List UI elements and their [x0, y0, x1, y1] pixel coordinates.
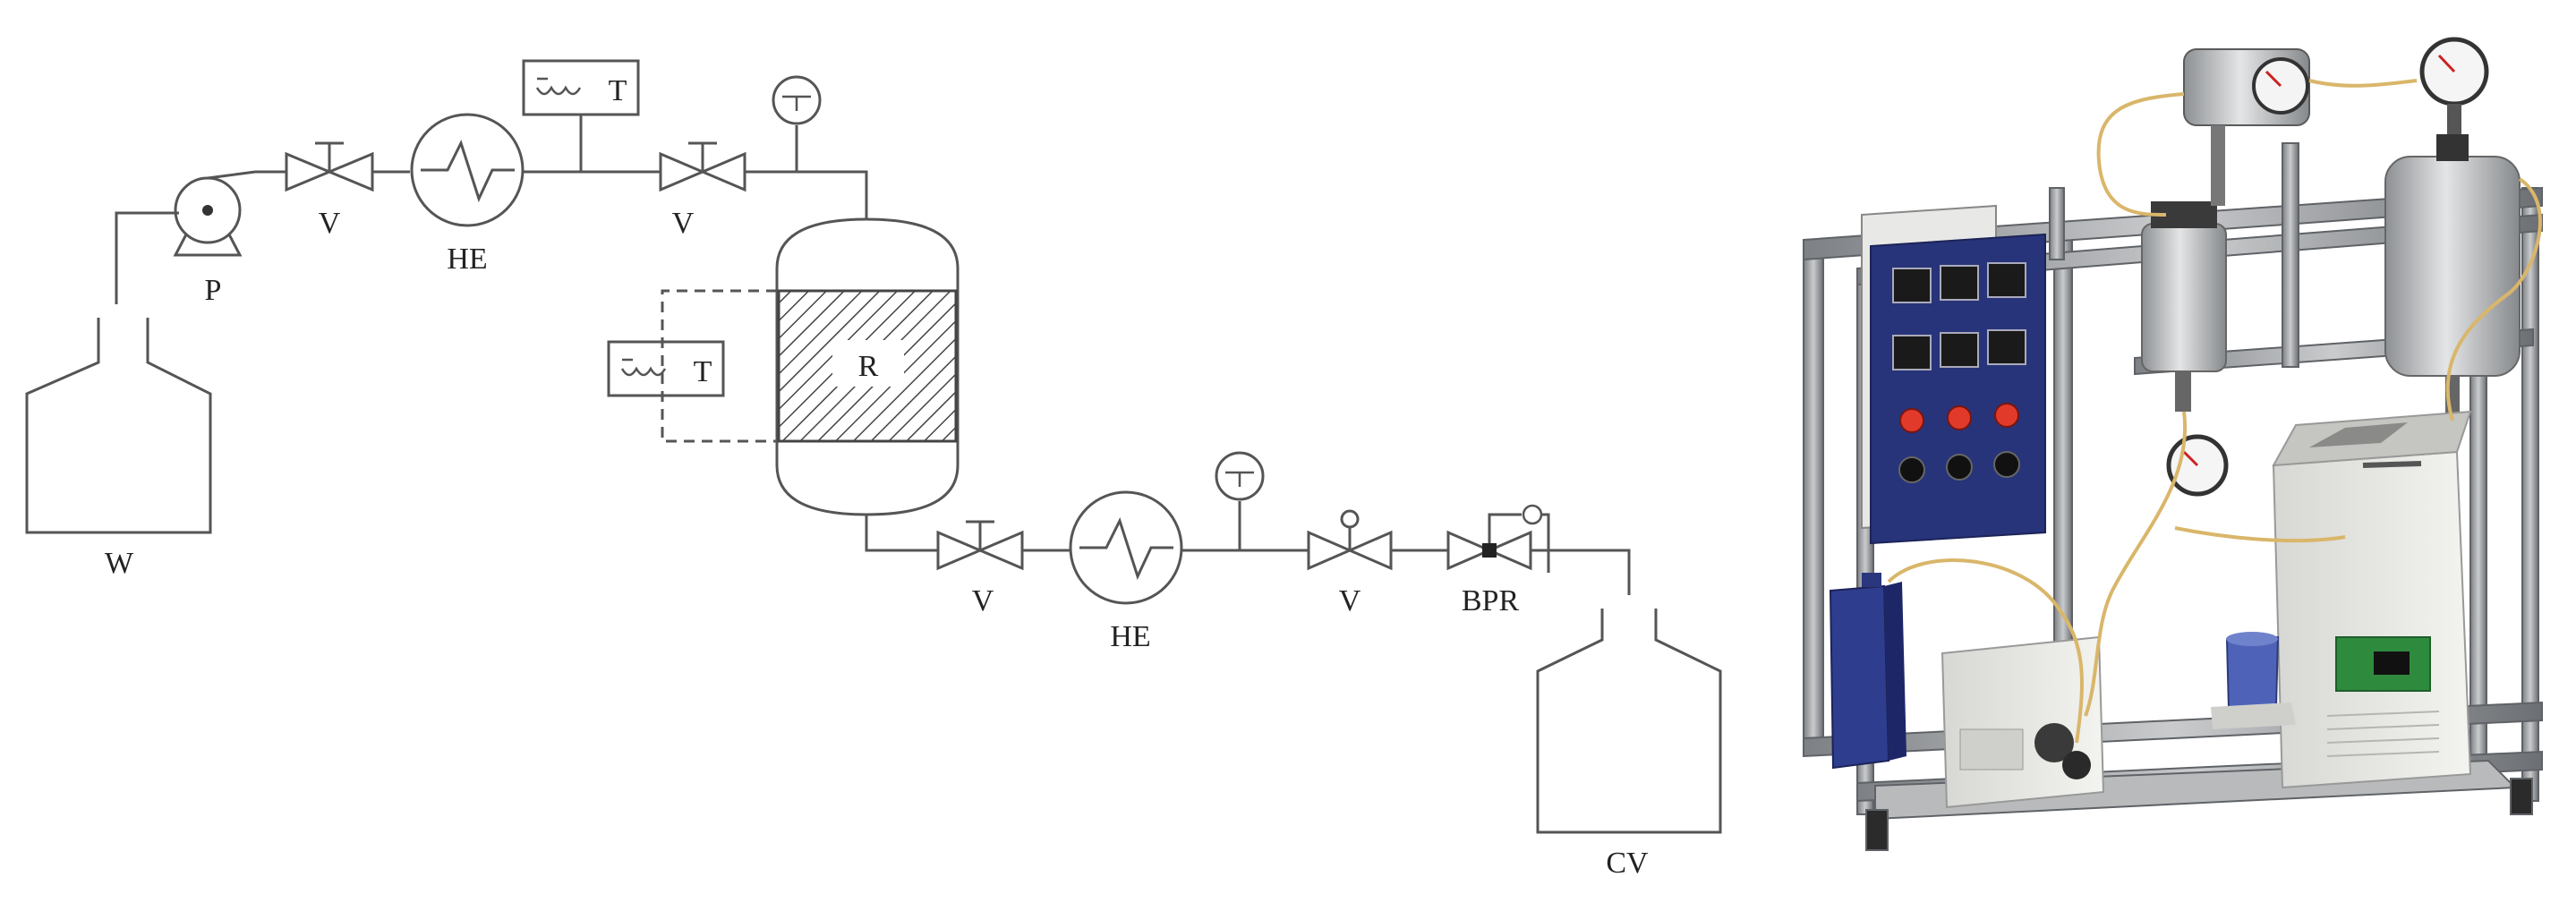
- process-schematic: W P V HE: [25, 59, 1722, 880]
- line-bpr-cv: [1531, 549, 1631, 595]
- reactor: R: [775, 217, 960, 516]
- feed-tank: W: [25, 318, 212, 580]
- valve-1-label: V: [319, 207, 341, 240]
- temp-controller-2: T: [607, 289, 777, 443]
- pump: P: [173, 170, 256, 307]
- heat-exchanger-2: HE: [1069, 490, 1183, 653]
- temp-controller-1-label: T: [609, 74, 627, 107]
- bpr-label: BPR: [1462, 584, 1520, 617]
- feed-bottle: [1829, 573, 1906, 770]
- tubing: [1887, 79, 2542, 744]
- gauge-middle: [2166, 434, 2229, 497]
- hplc-pump: [1941, 635, 2105, 809]
- heat-exchanger-2-label: HE: [1110, 620, 1150, 653]
- temp-controller-1: T: [522, 59, 640, 172]
- valve-1: V: [285, 141, 374, 240]
- heat-exchanger-1: HE: [410, 113, 525, 276]
- separator-vessel: [2384, 134, 2521, 425]
- valve-3: V: [936, 520, 1024, 617]
- feed-line: [115, 211, 179, 304]
- collection-vessel: CV: [1536, 609, 1722, 880]
- pressure-gauge-1: [772, 75, 822, 172]
- pump-label: P: [205, 274, 222, 307]
- line-reactor-outlet: [865, 515, 938, 552]
- collection-vessel-label: CV: [1606, 847, 1649, 880]
- valve-3-label: V: [972, 584, 994, 617]
- reactor-label: R: [858, 350, 879, 383]
- chiller: [2272, 410, 2472, 789]
- rig-illustration: [1803, 37, 2543, 851]
- preheater: [2183, 48, 2310, 206]
- reactor-vessel: [2141, 201, 2227, 412]
- valve-4-label: V: [1339, 584, 1361, 617]
- back-pressure-regulator: BPR: [1446, 504, 1550, 617]
- temp-controller-2-label: T: [694, 355, 712, 388]
- pressure-gauge-2: [1215, 451, 1265, 550]
- line-valve-reactor: [745, 170, 868, 219]
- gauge-top-right: [2419, 37, 2489, 140]
- valve-2: V: [659, 141, 746, 240]
- collection-beaker: [2211, 632, 2296, 729]
- control-panel: [1861, 204, 2046, 545]
- feed-tank-label: W: [105, 547, 134, 580]
- valve-2-label: V: [672, 207, 695, 240]
- valve-4: V: [1307, 509, 1393, 617]
- heat-exchanger-1-label: HE: [447, 243, 487, 276]
